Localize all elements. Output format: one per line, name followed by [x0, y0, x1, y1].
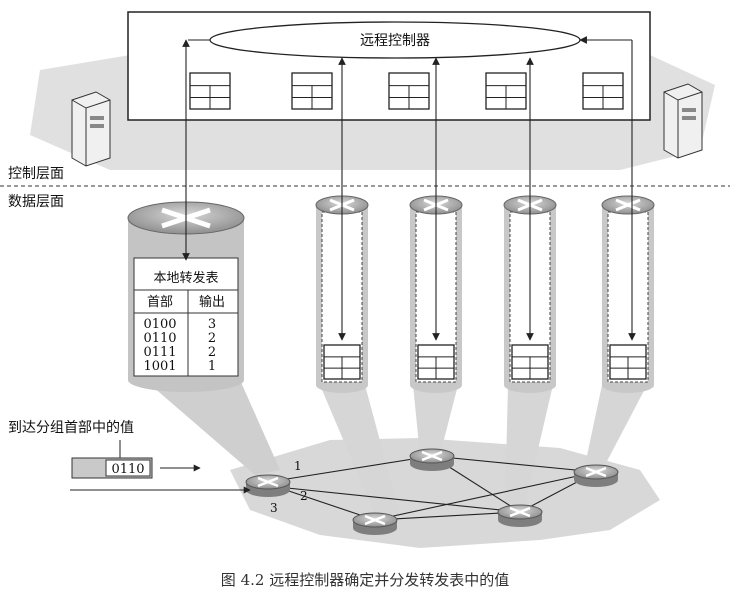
- controller-table-icon-2: [291, 72, 333, 110]
- packet-caption: 到达分组首部中的值: [8, 420, 134, 436]
- table-cell-prefix: 0100: [143, 317, 176, 332]
- router-icon: [497, 504, 543, 527]
- packet-value: 0110: [111, 462, 144, 477]
- table-cell-prefix: 1001: [143, 359, 176, 374]
- table-cell-prefix: 0110: [143, 331, 176, 346]
- router-cylinder-4: [601, 195, 655, 393]
- router-table-icon: [323, 344, 361, 380]
- router-icon: [409, 448, 455, 471]
- table-cell-prefix: 0111: [143, 345, 176, 360]
- table-cell-output: 2: [208, 345, 216, 360]
- router-icon: [245, 474, 291, 497]
- data-plane-label: 数据层面: [8, 194, 64, 210]
- network-shadow: [230, 438, 660, 548]
- table-title: 本地转发表: [153, 270, 218, 286]
- cylinder-beams: [145, 380, 647, 515]
- controller-label: 远程控制器: [360, 33, 430, 49]
- router-icon: [573, 464, 619, 487]
- port-2-label: 2: [300, 489, 308, 503]
- server-icon-left: [71, 91, 111, 167]
- server-icon-right: [663, 83, 703, 159]
- controller-table-icon-4: [485, 72, 527, 110]
- router-cylinders-small: [315, 195, 655, 393]
- router-table-icon: [609, 344, 647, 380]
- router-icon: [352, 512, 398, 535]
- router-table-icon: [417, 344, 455, 380]
- packet-value-box: [105, 459, 151, 477]
- router-table-icon: [511, 344, 549, 380]
- control-plane-label: 控制层面: [8, 166, 64, 182]
- port-1-label: 1: [294, 459, 302, 473]
- controller-table-icon-5: [582, 72, 624, 110]
- controller-tables: [189, 72, 624, 110]
- network-routers: [245, 448, 619, 535]
- table-cell-output: 1: [208, 359, 216, 374]
- table-header-output: 输出: [199, 294, 225, 310]
- table-cell-output: 3: [208, 317, 216, 332]
- control-arrows: [182, 36, 636, 341]
- table-cell-output: 2: [208, 331, 216, 346]
- figure-caption: 图 4.2 远程控制器确定并分发转发表中的值: [221, 571, 509, 589]
- forwarding-table: 本地转发表 首部 输出 0100 3 0110 2 0111 2 1001 1: [134, 270, 238, 376]
- controller-table-icon-1: [189, 72, 231, 110]
- controller-table-icon-3: [388, 72, 430, 110]
- port-3-label: 3: [270, 501, 278, 515]
- table-header-prefix: 首部: [147, 295, 173, 310]
- network-links: [267, 455, 597, 521]
